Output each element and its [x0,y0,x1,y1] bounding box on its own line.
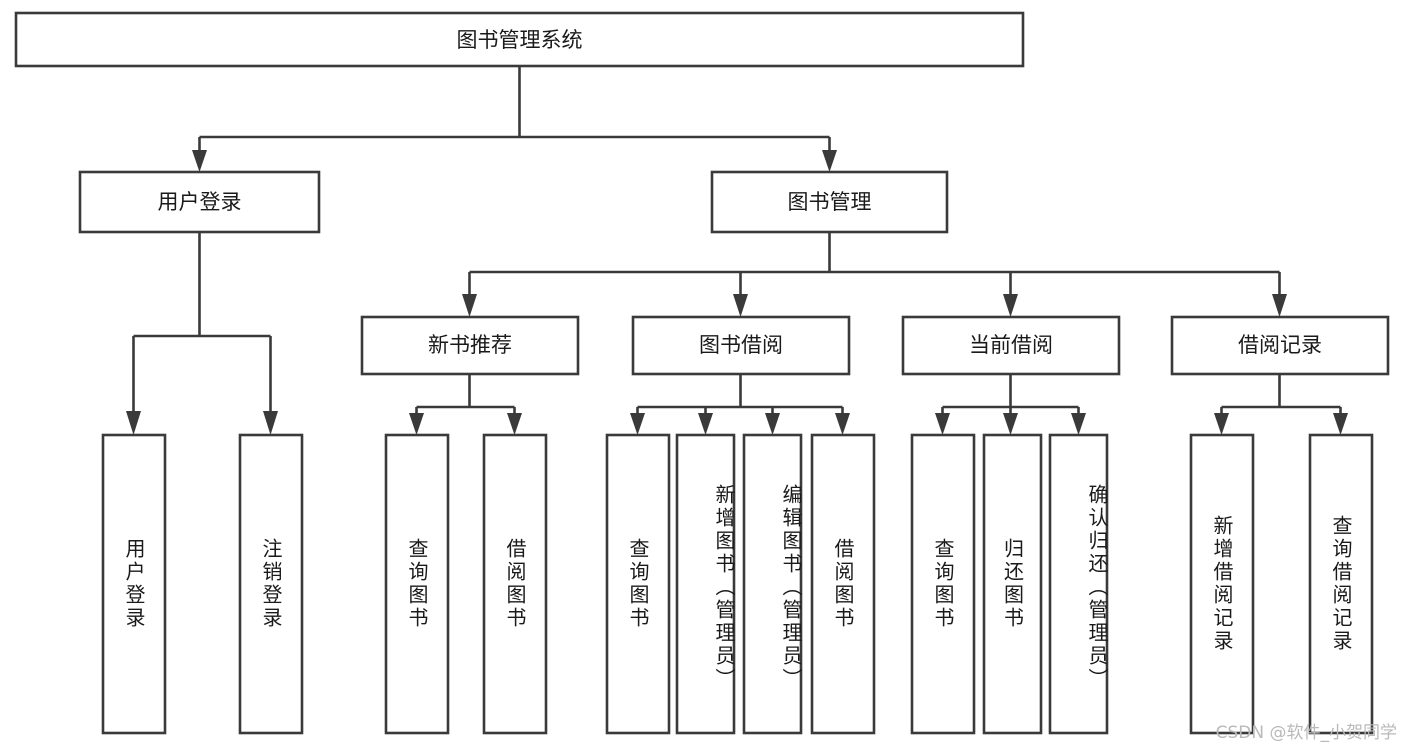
arrow-head-current-borrow [1003,294,1018,317]
node-user-login[interactable]: 用户登录 [78,170,321,234]
node-book-manage[interactable]: 图书管理 [710,170,949,234]
node-book-borrow-box[interactable] [631,315,851,376]
node-current-borrow-label: 当前借阅 [969,333,1053,357]
node-new-book-recommend-label: 新书推荐 [428,333,512,357]
node-new-book-recommend[interactable]: 新书推荐 [360,315,580,376]
arrow-head-leaf-query-book-cur [935,413,950,435]
leaf-box-confirm-return[interactable] [1048,433,1109,735]
arrow-head-leaf-add-book [698,413,713,435]
arrow-head-leaf-return-book [1003,413,1018,435]
node-root[interactable]: 图书管理系统 [14,11,1025,68]
node-borrow-record-label: 借阅记录 [1238,333,1322,357]
leaf-box-logout[interactable] [238,433,304,735]
connector-group [126,66,1348,435]
node-user-login-label: 用户登录 [158,190,242,214]
leaf-box-borrow-book-rec[interactable] [482,433,548,735]
arrow-head-book-borrow [733,294,748,317]
leaf-box-add-book[interactable] [675,433,736,735]
arrow-head-leaf-confirm-return [1071,413,1086,435]
leaf-box-return-book[interactable] [982,433,1043,735]
leaf-box-add-borrow-record[interactable] [1189,433,1255,735]
node-book-manage-box[interactable] [710,170,949,234]
arrow-head-leaf-edit-book [765,413,780,435]
node-user-login-box[interactable] [78,170,321,234]
leaf-box-query-book-cur[interactable] [910,433,976,735]
arrow-head-new-book-recommend [462,294,477,317]
arrow-head-leaf-borrow-book [835,413,850,435]
arrow-head-leaf-logout [263,411,278,435]
csdn-watermark: CSDN @软件_小贺同学 [1215,723,1397,743]
arrow-head-leaf-user-login [126,411,141,435]
arrow-head-leaf-query-borrow-record [1333,413,1348,435]
leaf-box-group [101,433,1374,735]
leaf-box-borrow-book[interactable] [810,433,876,735]
node-current-borrow[interactable]: 当前借阅 [901,315,1121,376]
node-root-label: 图书管理系统 [457,28,583,52]
arrow-head-book-manage [822,150,837,172]
arrow-head-leaf-borrow-book-rec [507,413,522,435]
leaf-box-query-book-borrow[interactable] [605,433,671,735]
node-borrow-record-box[interactable] [1170,315,1390,376]
node-book-borrow-label: 图书借阅 [699,333,783,357]
leaf-box-user-login[interactable] [101,433,167,735]
leaf-box-query-book-rec[interactable] [384,433,450,735]
arrow-head-leaf-query-book-rec [409,413,424,435]
node-book-manage-label: 图书管理 [788,190,872,214]
node-book-borrow[interactable]: 图书借阅 [631,315,851,376]
arrow-head-leaf-query-book-borrow [630,413,645,435]
node-borrow-record[interactable]: 借阅记录 [1170,315,1390,376]
arrow-head-user-login [192,150,207,172]
node-root-box[interactable] [14,11,1025,68]
arrow-head-borrow-record [1272,294,1287,317]
arrow-head-leaf-add-borrow-record [1214,413,1229,435]
leaf-box-edit-book[interactable] [742,433,803,735]
node-current-borrow-box[interactable] [901,315,1121,376]
leaf-box-query-borrow-record[interactable] [1308,433,1374,735]
node-new-book-recommend-box[interactable] [360,315,580,376]
